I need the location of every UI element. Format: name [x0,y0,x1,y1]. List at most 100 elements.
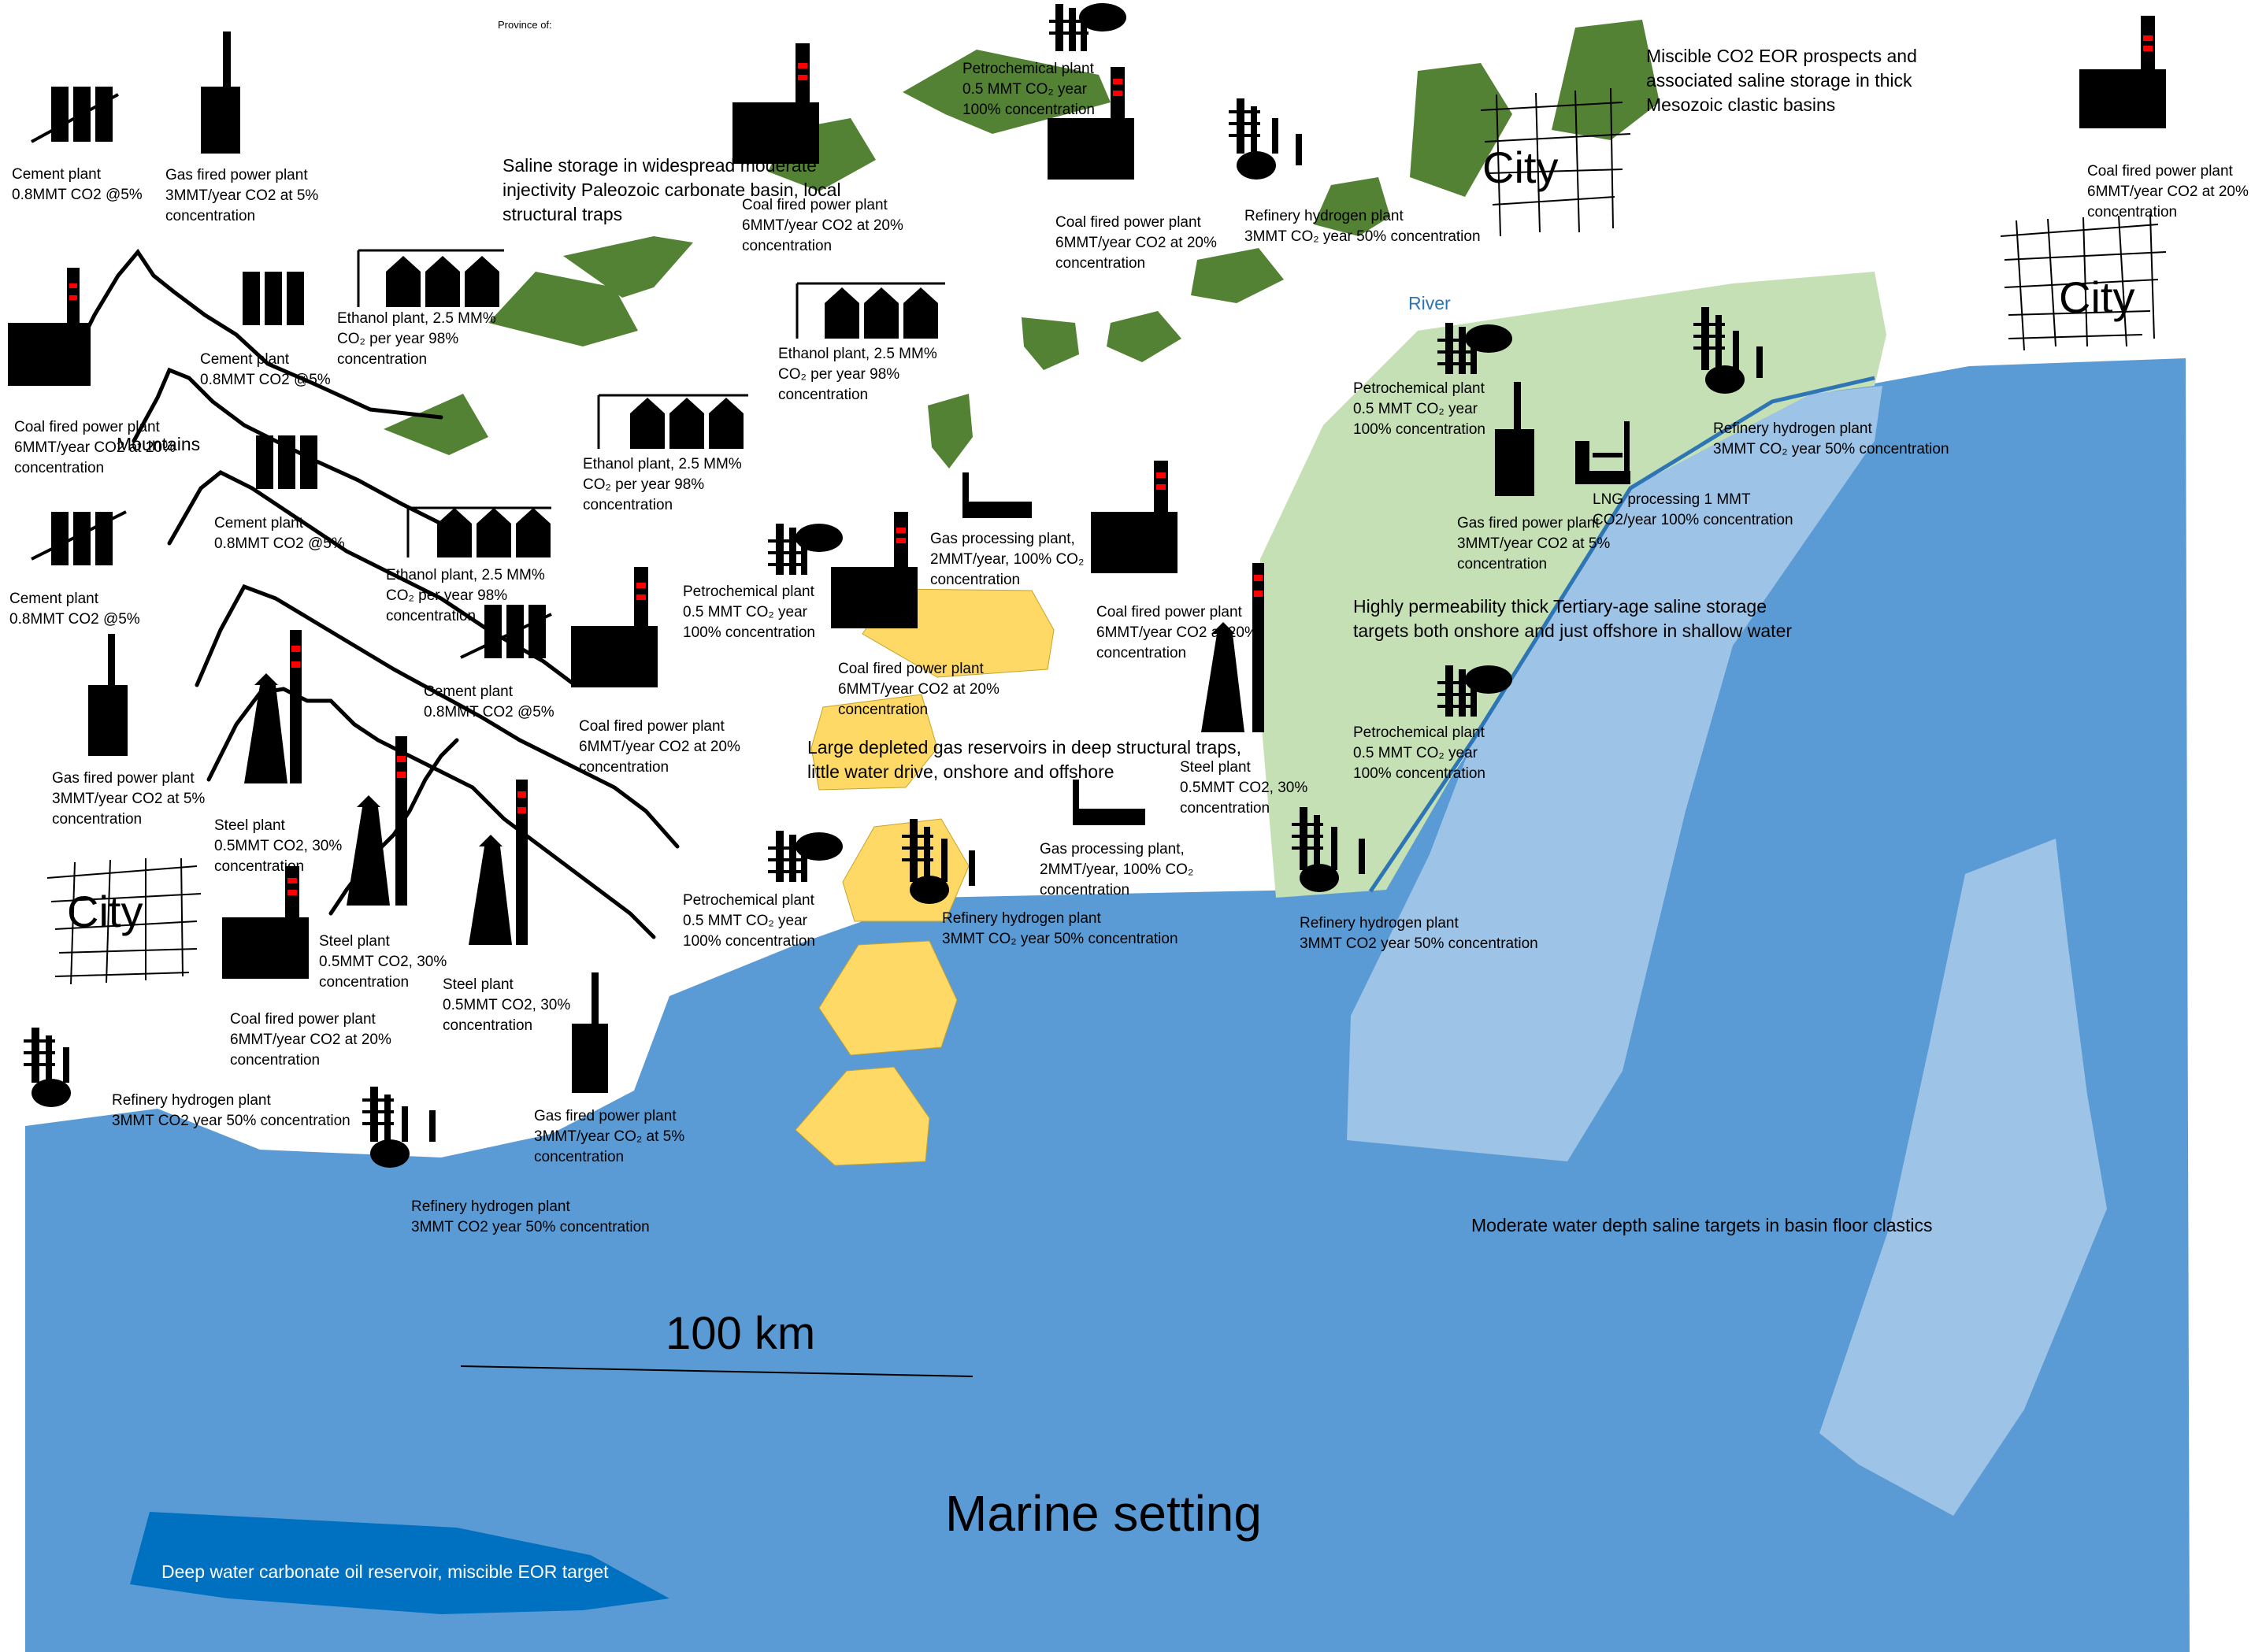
ethanol-icon [357,249,504,307]
basin-floor-clastics [1819,839,2107,1516]
refinery-icon [362,1087,436,1168]
coal-power-icon [1048,67,1134,180]
province-label: Province of: [498,19,552,31]
facility-label: Ethanol plant, 2.5 MM% CO₂ per year 98% … [583,456,742,513]
facility-icons [8,3,2166,1168]
petrochemical-icon [1437,323,1512,374]
facility-label: Coal fired power plant 6MMT/year CO2 at … [230,1011,391,1069]
deep-water-label: Deep water carbonate oil reservoir, misc… [161,1561,609,1582]
coal-power-icon [222,866,309,979]
facility-label: Petrochemical plant 0.5 MMT CO₂ year 100… [1353,724,1485,782]
petrochemical-icon [1049,3,1126,51]
facility-label: Cement plant 0.8MMT CO2 @5% [12,166,143,203]
coal-power-icon [8,268,91,386]
facility-label: Cement plant 0.8MMT CO2 @5% [424,683,554,720]
miscible-eor-label: Miscible CO2 EOR prospects and associate… [1646,46,1917,115]
facility-label: Cement plant 0.8MMT CO2 @5% [214,515,345,552]
cement-icon [256,435,317,489]
marine-setting-label: Marine setting [945,1485,1262,1542]
steel-icon [244,630,302,783]
facility-label: Steel plant 0.5MMT CO2, 30% concentratio… [319,933,447,991]
facility-label: Refinery hydrogen plant 3MMT CO2 year 50… [112,1092,350,1129]
cement-icon [31,510,127,565]
facility-label: Refinery hydrogen plant 3MMT CO2 year 50… [411,1198,650,1235]
facility-label: Petrochemical plant 0.5 MMT CO₂ year 100… [683,892,815,950]
facility-label: Coal fired power plant 6MMT/year CO2 at … [14,419,176,476]
city-label: City [67,887,143,936]
coal-power-icon [831,512,918,628]
facility-label: Gas fired power plant 3MMT/year CO2 at 5… [1457,515,1611,572]
mountains-label: Mountains [117,434,201,454]
facility-label: Coal fired power plant 6MMT/year CO2 at … [838,661,999,718]
gas-power-icon [1495,382,1534,496]
refinery-icon [24,1028,71,1107]
facility-label: Petrochemical plant 0.5 MMT CO₂ year 100… [962,61,1095,118]
coal-power-icon [571,567,658,687]
facility-label: Petrochemical plant 0.5 MMT CO₂ year 100… [1353,380,1485,438]
facility-label: Cement plant 0.8MMT CO2 @5% [200,351,331,388]
facility-label: Ethanol plant, 2.5 MM% CO₂ per year 98% … [778,346,937,403]
facility-label: Petrochemical plant 0.5 MMT CO₂ year 100… [683,583,815,641]
city-label: City [2059,272,2135,322]
saline-eor-polygons [384,20,1660,469]
coal-power-icon [1091,461,1178,573]
facility-label: Steel plant 0.5MMT CO2, 30% concentratio… [214,817,343,875]
facility-label: Refinery hydrogen plant 3MMT CO₂ year 50… [1713,420,1949,457]
facility-label: Refinery hydrogen plant 3MMT CO2 year 50… [1300,915,1538,952]
petrochemical-icon [1437,665,1512,717]
coal-power-icon [2079,16,2166,128]
refinery-icon [1292,807,1365,892]
scale-bar-line [460,1365,974,1377]
river-label: River [1408,293,1451,313]
facility-label: Gas fired power plant 3MMT/year CO2 at 5… [52,770,206,828]
facility-label: Steel plant 0.5MMT CO2, 30% concentratio… [1180,759,1308,817]
facility-label: Gas processing plant, 2MMT/year, 100% CO… [930,531,1085,588]
facility-label: Cement plant 0.8MMT CO2 @5% [9,591,140,628]
scale-label: 100 km [666,1308,816,1359]
city-label: City [1482,143,1559,192]
gas-processing-icon [962,472,1032,518]
refinery-icon [902,819,975,904]
shallow-offshore-area [1347,386,1882,1161]
facility-label: Coal fired power plant 6MMT/year CO2 at … [2087,163,2249,220]
gas-power-icon [88,634,128,756]
deep-water-reservoir [130,1512,669,1614]
ethanol-icon [796,282,945,339]
river [1368,376,1875,893]
coal-power-icon [732,43,819,164]
petrochemical-icon [768,524,843,575]
facility-label: Gas fired power plant 3MMT/year CO₂ at 5… [534,1108,685,1165]
facility-label: Coal fired power plant 6MMT/year CO2 at … [579,718,740,776]
cement-icon [243,272,304,325]
gas-reservoirs-label: Large depleted gas reservoirs in deep st… [807,737,1242,782]
gas-processing-icon [1073,780,1145,825]
gas-power-icon [572,972,608,1093]
facility-label: Ethanol plant, 2.5 MM% CO₂ per year 98% … [386,567,545,624]
facility-label: Refinery hydrogen plant 3MMT CO₂ year 50… [942,910,1178,947]
city-grid [46,87,2167,985]
facility-label: Steel plant 0.5MMT CO2, 30% concentratio… [443,976,571,1034]
tertiary-saline-label: Highly permeability thick Tertiary-age s… [1353,596,1793,641]
facility-label: Ethanol plant, 2.5 MM% CO₂ per year 98% … [337,310,496,368]
steel-icon [469,780,528,945]
ethanol-icon [406,506,551,557]
facility-label: Gas processing plant, 2MMT/year, 100% CO… [1040,841,1194,898]
cement-icon [460,605,552,659]
refinery-icon [1693,307,1763,394]
petrochemical-icon [768,831,843,882]
steel-icon [347,736,407,906]
steel-icon [1201,563,1264,732]
facility-label: Coal fired power plant 6MMT/year CO2 at … [742,197,903,254]
facility-label: Refinery hydrogen plant 3MMT CO₂ year 50… [1244,208,1481,245]
gas-power-icon [201,31,240,154]
facility-label: LNG processing 1 MMT CO2/year 100% conce… [1593,491,1793,528]
refinery-icon [1229,98,1302,180]
moderate-water-label: Moderate water depth saline targets in b… [1471,1215,1933,1235]
facility-label: Coal fired power plant 6MMT/year CO2 at … [1055,214,1217,272]
ethanol-icon [597,394,748,449]
cement-icon [31,87,119,143]
facility-label: Gas fired power plant 3MMT/year CO2 at 5… [165,167,319,224]
saline-paleozoic-label: Saline storage in widespread moderate in… [503,155,841,224]
facility-label: Coal fired power plant 6MMT/year CO2 at … [1096,604,1258,661]
